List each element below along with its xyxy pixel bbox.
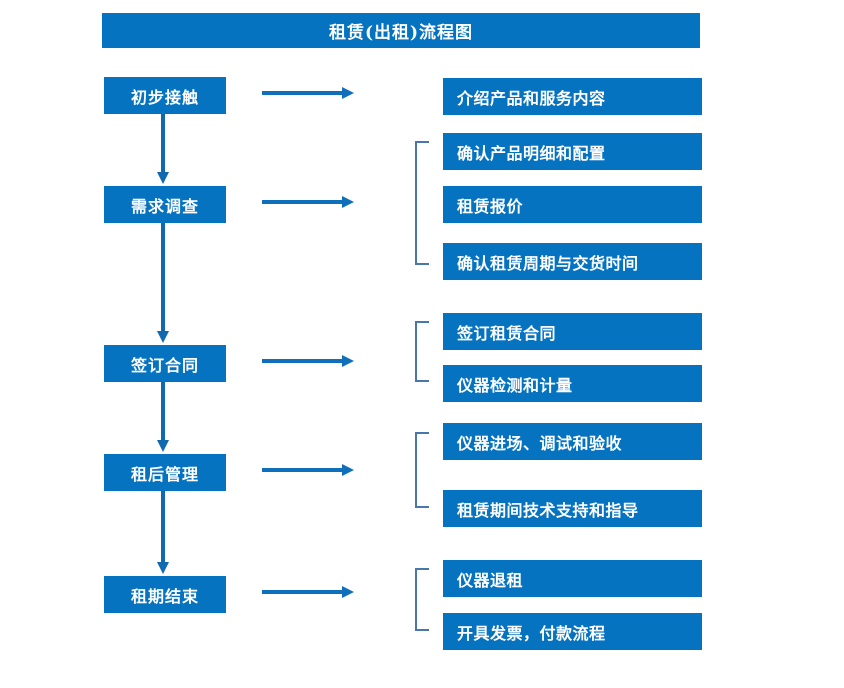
- group-bracket-lease-end: [415, 568, 429, 631]
- detail-box-invoice-payment[interactable]: 开具发票，付款流程: [443, 613, 702, 650]
- detail-box-confirm-lease-period[interactable]: 确认租赁周期与交货时间: [443, 243, 702, 280]
- arrow-head: [342, 464, 354, 476]
- arrow-head: [342, 586, 354, 598]
- arrow-shaft: [262, 91, 342, 95]
- stage-box-needs-survey[interactable]: 需求调查: [104, 186, 226, 223]
- group-bracket-needs-survey: [415, 141, 429, 265]
- arrow-head: [157, 172, 169, 184]
- right-arrow-icon-1: [262, 87, 354, 99]
- down-arrow-icon-2: [157, 223, 169, 343]
- down-arrow-icon-1: [157, 114, 169, 184]
- stage-box-initial-contact[interactable]: 初步接触: [104, 77, 226, 114]
- stage-box-lease-end[interactable]: 租期结束: [104, 576, 226, 613]
- detail-box-technical-support[interactable]: 租赁期间技术支持和指导: [443, 490, 702, 527]
- right-arrow-icon-4: [262, 464, 354, 476]
- arrow-head: [342, 196, 354, 208]
- detail-box-instrument-return[interactable]: 仪器退租: [443, 560, 702, 597]
- arrow-shaft: [161, 114, 165, 173]
- arrow-shaft: [161, 382, 165, 441]
- detail-box-confirm-product-spec[interactable]: 确认产品明细和配置: [443, 133, 702, 170]
- detail-box-introduce-products[interactable]: 介绍产品和服务内容: [443, 78, 702, 115]
- detail-box-instrument-inspection[interactable]: 仪器检测和计量: [443, 365, 702, 402]
- arrow-shaft: [262, 468, 342, 472]
- arrow-head: [342, 87, 354, 99]
- right-arrow-icon-5: [262, 586, 354, 598]
- arrow-head: [157, 331, 169, 343]
- page-title: 租赁(出租)流程图: [102, 13, 700, 48]
- detail-box-instrument-delivery-commissioning[interactable]: 仪器进场、调试和验收: [443, 423, 702, 460]
- stage-box-sign-contract[interactable]: 签订合同: [104, 345, 226, 382]
- group-bracket-sign-contract: [415, 321, 429, 382]
- arrow-shaft: [262, 200, 342, 204]
- arrow-head: [342, 355, 354, 367]
- arrow-shaft: [262, 359, 342, 363]
- stage-box-post-lease-management[interactable]: 租后管理: [104, 454, 226, 491]
- detail-box-lease-quotation[interactable]: 租赁报价: [443, 186, 702, 223]
- arrow-head: [157, 440, 169, 452]
- down-arrow-icon-4: [157, 491, 169, 574]
- arrow-shaft: [161, 491, 165, 563]
- right-arrow-icon-3: [262, 355, 354, 367]
- arrow-shaft: [161, 223, 165, 332]
- group-bracket-post-lease-management: [415, 432, 429, 508]
- detail-box-sign-lease-contract[interactable]: 签订租赁合同: [443, 313, 702, 350]
- down-arrow-icon-3: [157, 382, 169, 452]
- arrow-shaft: [262, 590, 342, 594]
- arrow-head: [157, 562, 169, 574]
- right-arrow-icon-2: [262, 196, 354, 208]
